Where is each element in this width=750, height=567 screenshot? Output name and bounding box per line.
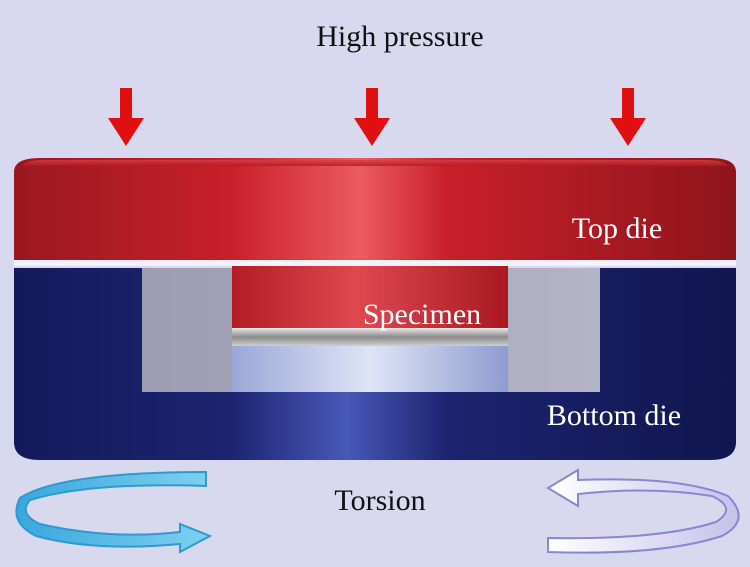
torsion-label: Torsion — [334, 484, 425, 517]
down-arrow-icon — [610, 88, 646, 146]
down-arrow-icon — [108, 88, 144, 146]
top-die-label: Top die — [572, 212, 662, 245]
bottom-die-label: Bottom die — [547, 399, 681, 432]
down-arrow-icon — [354, 88, 390, 146]
bottom-die — [14, 268, 736, 460]
top-punch — [232, 266, 508, 328]
specimen-disc — [232, 328, 508, 346]
bottom-anvil — [232, 346, 508, 392]
rotation-arrow-icon — [15, 470, 213, 554]
top-die — [14, 158, 736, 328]
high-pressure-label: High pressure — [316, 20, 483, 53]
rotation-arrow-icon — [546, 468, 740, 554]
specimen-label: Specimen — [363, 298, 481, 331]
